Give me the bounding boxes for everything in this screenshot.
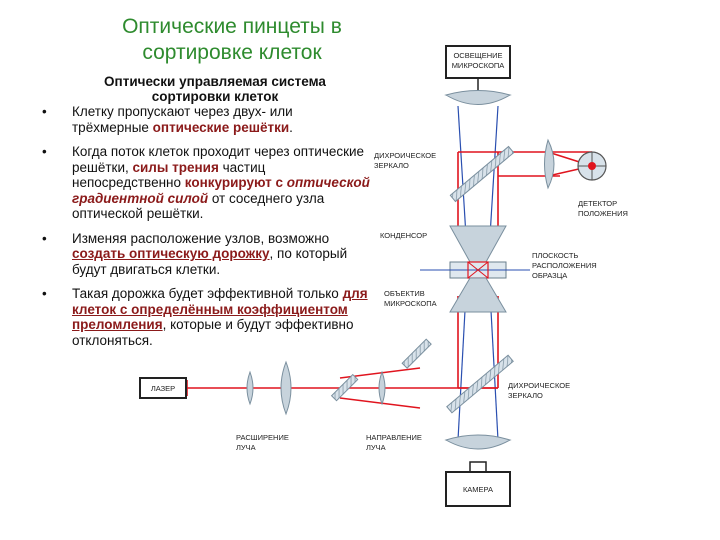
laser-beam bbox=[186, 151, 593, 409]
dichroic-top-label: ДИХРОИЧЕСКОЕ bbox=[374, 151, 436, 160]
condenser-label: КОНДЕНСОР bbox=[380, 231, 427, 240]
bullet-dot: • bbox=[42, 104, 47, 119]
laser-box bbox=[139, 377, 187, 399]
steering-label: НАПРАВЛЕНИЕ bbox=[366, 433, 422, 442]
highlight-text: оптической градиентной силой bbox=[72, 175, 370, 206]
camera-mount bbox=[469, 461, 487, 473]
expansion-label: РАСШИРЕНИЕ bbox=[236, 433, 289, 442]
bullet-dot: • bbox=[42, 286, 47, 301]
top-lens-lower bbox=[445, 94, 511, 105]
steering-mirror-2 bbox=[401, 338, 432, 369]
laser-label: ЛАЗЕР bbox=[151, 384, 175, 393]
highlight-text: создать оптическую дорожку bbox=[72, 246, 270, 261]
detector-lens bbox=[544, 138, 555, 190]
camera-label: КАМЕРА bbox=[463, 485, 493, 494]
illumination-box bbox=[445, 45, 511, 79]
sample-label: РАСПОЛОЖЕНИЯ bbox=[532, 261, 597, 270]
expansion-label: ЛУЧА bbox=[236, 443, 256, 452]
bullet-text: Клетку пропускают через двух- или трёхме… bbox=[72, 104, 293, 135]
bullet-text: Когда поток клеток проходит через оптиче… bbox=[72, 144, 365, 175]
expansion-lens-2 bbox=[280, 360, 292, 416]
highlight-text: конкурируют с bbox=[184, 175, 287, 190]
bottom-dichroic-mirror bbox=[446, 354, 514, 414]
bullet-text: Изменяя расположение узлов, возможно bbox=[72, 230, 330, 246]
illumination-label: ОСВЕЩЕНИЕ bbox=[453, 51, 502, 60]
bullet-item-4: • Такая дорожка будет эффективной только… bbox=[42, 286, 372, 348]
dichroic-bottom-label: ДИХРОИЧЕСКОЕ bbox=[508, 381, 570, 390]
highlight-text: для клеток с определённым коэффициентом … bbox=[72, 286, 368, 332]
bullet-text: , которые и будут эффективно отклоняться… bbox=[72, 317, 354, 348]
illumination-label: МИКРОСКОПА bbox=[452, 61, 505, 70]
bullet-text: от соседнего узла оптической решётки. bbox=[72, 190, 325, 222]
objective-label: ОБЪЕКТИВ bbox=[384, 289, 425, 298]
bullet-list: • Клетку пропускают через двух- или трёх… bbox=[42, 104, 372, 348]
highlight-text: оптические решётки bbox=[152, 119, 290, 135]
steering-lens bbox=[378, 370, 386, 406]
bullet-item-1: • Клетку пропускают через двух- или трёх… bbox=[42, 104, 372, 135]
camera-box bbox=[445, 471, 511, 507]
trap-cross bbox=[467, 261, 489, 279]
dichroic-bottom-label: ЗЕРКАЛО bbox=[508, 391, 543, 400]
bullet-dot: • bbox=[42, 230, 47, 246]
bullet-item-2: • Когда поток клеток проходит через опти… bbox=[42, 144, 372, 222]
bullet-text: Такая дорожка будет эффективной только bbox=[72, 286, 343, 301]
highlight-text: силы трения bbox=[132, 159, 219, 175]
bullet-item-3: • Изменяя расположение узлов, возможно с… bbox=[42, 231, 372, 278]
detector-label: ПОЛОЖЕНИЯ bbox=[578, 209, 628, 218]
bullet-dot: • bbox=[42, 144, 47, 159]
steering-label: ЛУЧА bbox=[366, 443, 386, 452]
detector-label: ДЕТЕКТОР bbox=[578, 199, 617, 208]
slide-title: Оптические пинцеты в сортировке клеток bbox=[122, 15, 342, 64]
dichroic-top-label: ЗЕРКАЛО bbox=[374, 161, 409, 170]
slide-subtitle: Оптически управляемая система сортировки… bbox=[104, 74, 326, 104]
detector-spot bbox=[588, 162, 596, 170]
bullet-text: частиц непосредственно bbox=[72, 159, 266, 191]
bullet-text: , по который будут двигаться клетки. bbox=[72, 246, 348, 277]
sample-label: ПЛОСКОСТЬ bbox=[532, 251, 578, 260]
bottom-lens-lower bbox=[445, 439, 511, 450]
objective-label: МИКРОСКОПА bbox=[384, 299, 437, 308]
objective bbox=[449, 277, 507, 313]
sample-label: ОБРАЗЦА bbox=[532, 271, 567, 280]
top-dichroic-mirror bbox=[449, 145, 515, 203]
expansion-lens-1 bbox=[246, 370, 254, 406]
bullet-text: . bbox=[289, 119, 293, 135]
condenser bbox=[449, 225, 507, 263]
steering-mirror-1 bbox=[330, 373, 359, 402]
